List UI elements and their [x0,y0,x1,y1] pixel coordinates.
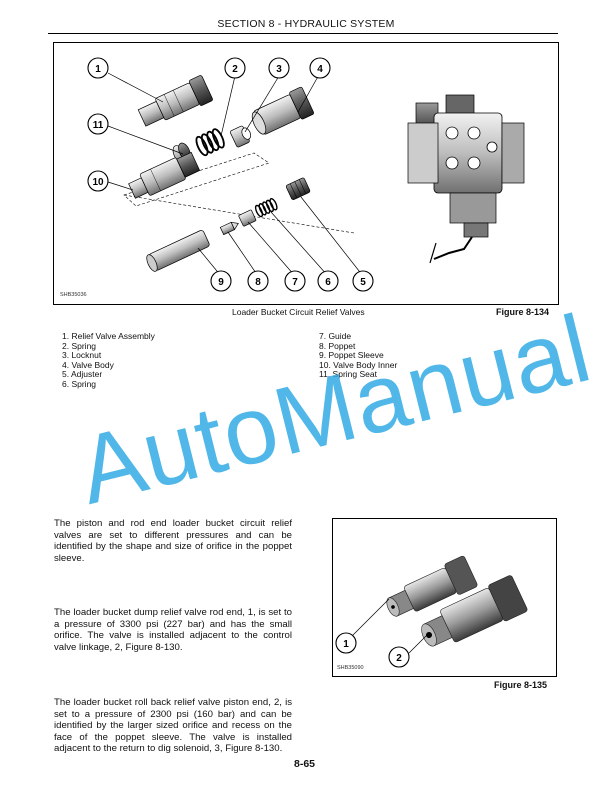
legend-right: 7. Guide 8. Poppet 9. Poppet Sleeve 10. … [319,331,398,380]
header-divider [48,33,558,34]
legend-item: 9. Poppet Sleeve [319,350,384,360]
callout-label: 1 [343,639,349,650]
figure-134-label: Figure 8-134 [496,307,550,317]
callout-label: 11 [93,120,104,131]
paragraph-3: The loader bucket roll back relief valve… [54,697,292,755]
legend-item: 5. Adjuster [62,369,103,379]
page-number: 8-65 [294,758,316,770]
figure-135-code: SHB35090 [337,665,364,671]
legend-item: 10. Valve Body Inner [319,359,398,370]
callout-label: 2 [232,64,238,75]
legend-item: 2. Spring [62,340,97,351]
paragraph-1: The piston and rod end loader bucket cir… [54,518,292,564]
watermark-text: AutoManual [68,294,601,525]
legend-item: 4. Valve Body [62,359,114,370]
figure-134-frame [53,42,559,305]
legend-left: 1. Relief Valve Assembly 2. Spring 3. Lo… [62,331,155,389]
callout-label: 8 [255,277,261,288]
legend-item: 6. Spring [62,378,97,389]
relief-valve-exploded-illustration [123,75,525,272]
figure-134-callouts: 1 2 3 4 11 10 9 8 7 6 5 [87,57,374,292]
callout-label: 2 [396,653,402,664]
callout-label: 7 [292,277,298,288]
figure-135-frame: 1 2 SHB35090 [332,518,557,677]
callout-label: 3 [276,64,282,75]
legend-item: 1. Relief Valve Assembly [62,331,155,341]
callout-label: 10 [92,177,104,188]
legend-item: 11. Spring Seat [319,369,377,379]
paragraph-2: The loader bucket dump relief valve rod … [54,607,292,653]
figure-134-caption: Loader Bucket Circuit Relief Valves [232,307,365,317]
control-valve-drawing [407,94,525,264]
legend-item: 7. Guide [319,331,352,341]
callout-label: 4 [317,64,323,75]
figure-135-label: Figure 8-135 [494,680,548,690]
callout-label: 5 [360,277,366,288]
callout-label: 1 [95,64,101,75]
relief-valves-photo-illustration: 1 2 [335,555,528,668]
figure-134-code: SHB35036 [60,292,87,298]
legend-item: 8. Poppet [319,340,356,351]
section-header: SECTION 8 - HYDRAULIC SYSTEM [217,18,395,30]
callout-label: 6 [325,277,331,288]
callout-label: 9 [218,277,224,288]
legend-item: 3. Locknut [62,350,102,360]
